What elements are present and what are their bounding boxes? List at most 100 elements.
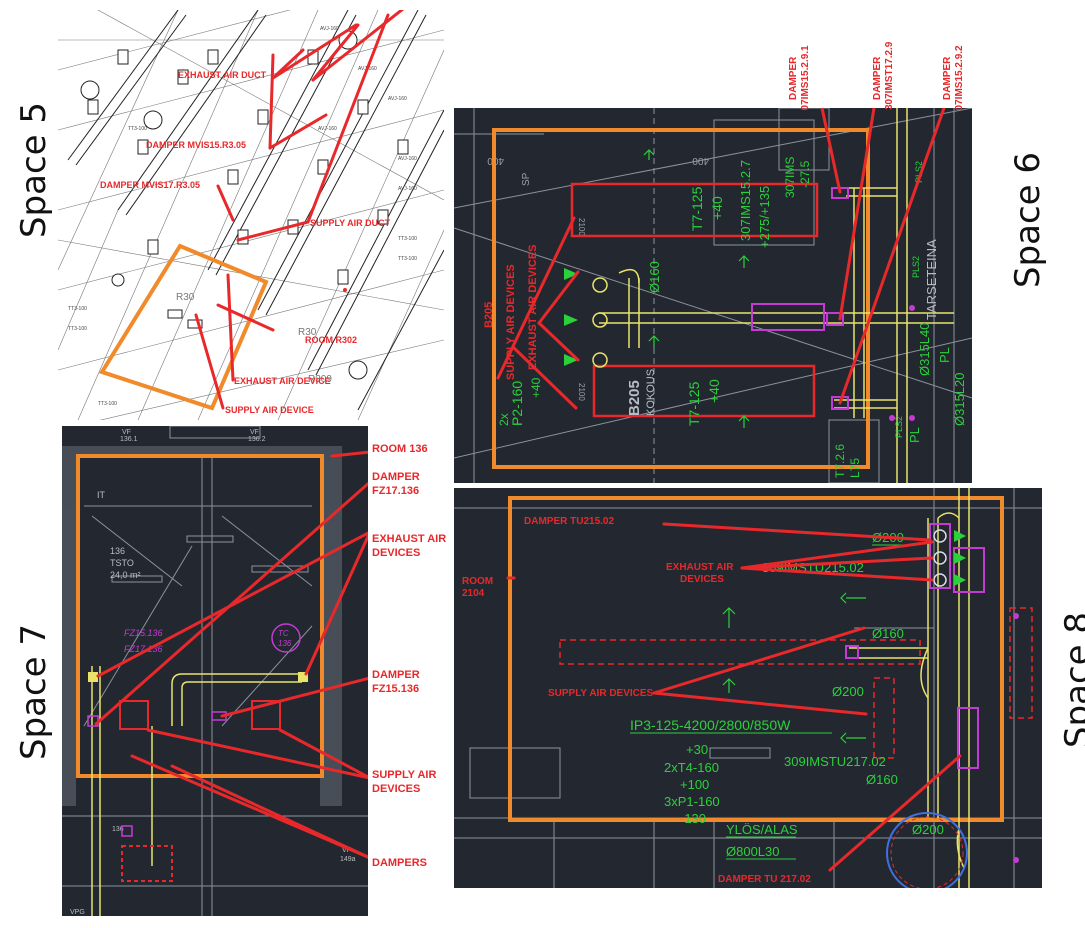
- cad-text: Ø160: [647, 261, 662, 293]
- space-6-damper-labels: DAMPER 307IMS15.2.9.1 DAMPER 307IMST17.2…: [788, 41, 965, 110]
- space-6-label: Space 6: [1008, 151, 1049, 289]
- annotation-room: ROOM: [462, 576, 493, 587]
- cad-text: IT: [97, 490, 106, 500]
- cad-text: IP3-125-4200/2800/850W: [630, 717, 791, 733]
- space-6-drawing: 400 400 SP 2100 2100: [453, 106, 973, 484]
- annotation-exhaust-air-devices: EXHAUST AIR: [372, 533, 446, 545]
- cad-text: TC: [278, 629, 289, 638]
- annotation-damper-id: 307IMS15.2.9.1: [800, 45, 811, 110]
- space-5-label: Space 5: [14, 101, 55, 239]
- space-7-label: Space 7: [14, 623, 55, 761]
- cad-text: 2x: [497, 413, 511, 426]
- annotation-exhaust-air-devices: DEVICES: [372, 547, 420, 559]
- annotation-dampers: DAMPERS: [372, 857, 427, 869]
- cad-text: 307IMS: [783, 157, 797, 198]
- svg-text:TT3-100: TT3-100: [68, 326, 87, 332]
- cad-text: L75: [848, 458, 862, 478]
- cad-text: 3xP1-160: [664, 794, 720, 809]
- space-7-drawing: VF 136.1 VF 136.2 IT 136 TSTO 24,0 m² VF…: [62, 425, 372, 916]
- cad-text: YLÖS/ALAS: [726, 822, 798, 837]
- annotation-damper: DAMPER MVIS15.R3.05: [146, 140, 246, 150]
- cad-text: 400: [692, 155, 709, 166]
- cad-text: 309IMSTU217.02: [784, 754, 886, 769]
- svg-text:TT3-100: TT3-100: [398, 256, 417, 262]
- cad-text: +275/+135: [757, 186, 772, 248]
- room-label: R30: [176, 292, 195, 303]
- cad-text: 2xT4-160: [664, 760, 719, 775]
- cad-text: VF: [250, 429, 259, 436]
- svg-text:TT3-100: TT3-100: [98, 401, 117, 407]
- cad-text: 136: [110, 546, 125, 556]
- annotation-damper: DAMPER: [872, 56, 883, 100]
- annotation-exhaust-air-device: EXHAUST AIR DEVICE: [234, 376, 331, 386]
- cad-text: +30: [686, 742, 708, 757]
- space-7-panel: VF 136.1 VF 136.2 IT 136 TSTO 24,0 m² VF…: [62, 425, 372, 916]
- space-8-label: Space 8: [1058, 612, 1085, 749]
- room-label: R30: [298, 327, 317, 338]
- cad-text: T7-125: [689, 186, 705, 231]
- annotation-damper-id: FZ17.136: [372, 485, 419, 497]
- svg-text:TT3-100: TT3-100: [68, 306, 87, 312]
- room-name: KOKOUS: [645, 369, 657, 416]
- annotation-room: ROOM R302: [305, 335, 357, 345]
- annotation-supply-air-devices: SUPPLY AIR DEVICES: [505, 264, 517, 380]
- svg-text:TT3-100: TT3-100: [128, 126, 147, 132]
- annotation-damper-id: 307IMS15.2.9.2: [954, 45, 965, 110]
- cad-text: P2-160: [509, 381, 525, 426]
- cad-text: Ø315L40: [917, 323, 932, 377]
- annotation-exhaust-air-duct: EXHAUST AIR DUCT: [178, 70, 267, 80]
- annotation-damper: DAMPER: [372, 669, 420, 681]
- annotation-room: ROOM 136: [372, 443, 428, 455]
- cad-text: 307IMS15.2.7: [738, 160, 753, 241]
- annotation-damper: DAMPER TU215.02: [524, 516, 614, 527]
- space-8-panel: Ø200 309IMSTU215.02 Ø160 Ø200 IP3-125-42…: [454, 488, 1042, 894]
- svg-text:AVJ-160: AVJ-160: [398, 156, 417, 162]
- annotation-damper-id: 307IMST17.2.9: [884, 41, 895, 110]
- cad-text: Ø160: [866, 772, 898, 787]
- cad-text: 136: [278, 639, 292, 648]
- svg-text:AVJ-160: AVJ-160: [388, 96, 407, 102]
- cad-text: Ø160: [872, 626, 904, 641]
- cad-text: PLS2: [894, 416, 904, 438]
- cad-text: T7.2.6: [833, 444, 847, 478]
- cad-text: TARSETEINA: [924, 239, 939, 320]
- cad-text: Ø200: [832, 684, 864, 699]
- space-6-panel: 400 400 SP 2100 2100: [453, 106, 973, 484]
- annotation-damper: DAMPER: [788, 56, 799, 100]
- annotation-room: B205: [483, 302, 495, 328]
- cad-text: 136.1: [120, 436, 138, 443]
- cad-text: -130: [680, 811, 706, 826]
- annotation-exhaust-air-devices: EXHAUST AIR: [666, 562, 734, 573]
- cad-text: PL: [907, 427, 922, 443]
- cad-text: PLS2: [911, 256, 921, 278]
- cad-text: +40: [706, 379, 722, 403]
- cad-text: 136: [112, 826, 124, 833]
- svg-text:AVJ-160: AVJ-160: [320, 26, 339, 32]
- annotation-supply-air-devices: SUPPLY AIR: [372, 769, 436, 781]
- cad-text: FZ17.136: [124, 644, 163, 654]
- space-7-annotations: ROOM 136 DAMPER FZ17.136 EXHAUST AIR DEV…: [372, 443, 446, 869]
- cad-text: PL: [937, 347, 952, 363]
- annotation-exhaust-air-devices: EXHAUST AIR DEVICES: [527, 244, 539, 370]
- annotation-exhaust-air-devices: DEVICES: [680, 574, 724, 585]
- annotation-supply-air-devices: DEVICES: [372, 783, 420, 795]
- cad-text: 24,0 m²: [110, 570, 141, 580]
- cad-text: VF: [342, 847, 351, 854]
- annotation-damper: DAMPER MVIS17.R3.05: [100, 180, 200, 190]
- cad-text: FZ15.136: [124, 628, 163, 638]
- cad-text: Ø200: [912, 822, 944, 837]
- cad-text: +40: [529, 377, 543, 398]
- cad-text: T7-125: [686, 381, 702, 426]
- cad-text: PLS2: [914, 161, 924, 183]
- space-8-drawing: Ø200 309IMSTU215.02 Ø160 Ø200 IP3-125-42…: [454, 488, 1042, 894]
- annotation-supply-air-devices: SUPPLY AIR DEVICES: [548, 688, 654, 699]
- cad-text: +40: [709, 196, 725, 220]
- cad-text: 2100: [577, 383, 586, 401]
- cad-text: SP: [521, 172, 532, 186]
- annotation-damper: DAMPER: [372, 471, 420, 483]
- svg-text:TT3-100: TT3-100: [398, 236, 417, 242]
- cad-text: Ø315L20: [952, 373, 967, 427]
- cad-text: 136.2: [248, 436, 266, 443]
